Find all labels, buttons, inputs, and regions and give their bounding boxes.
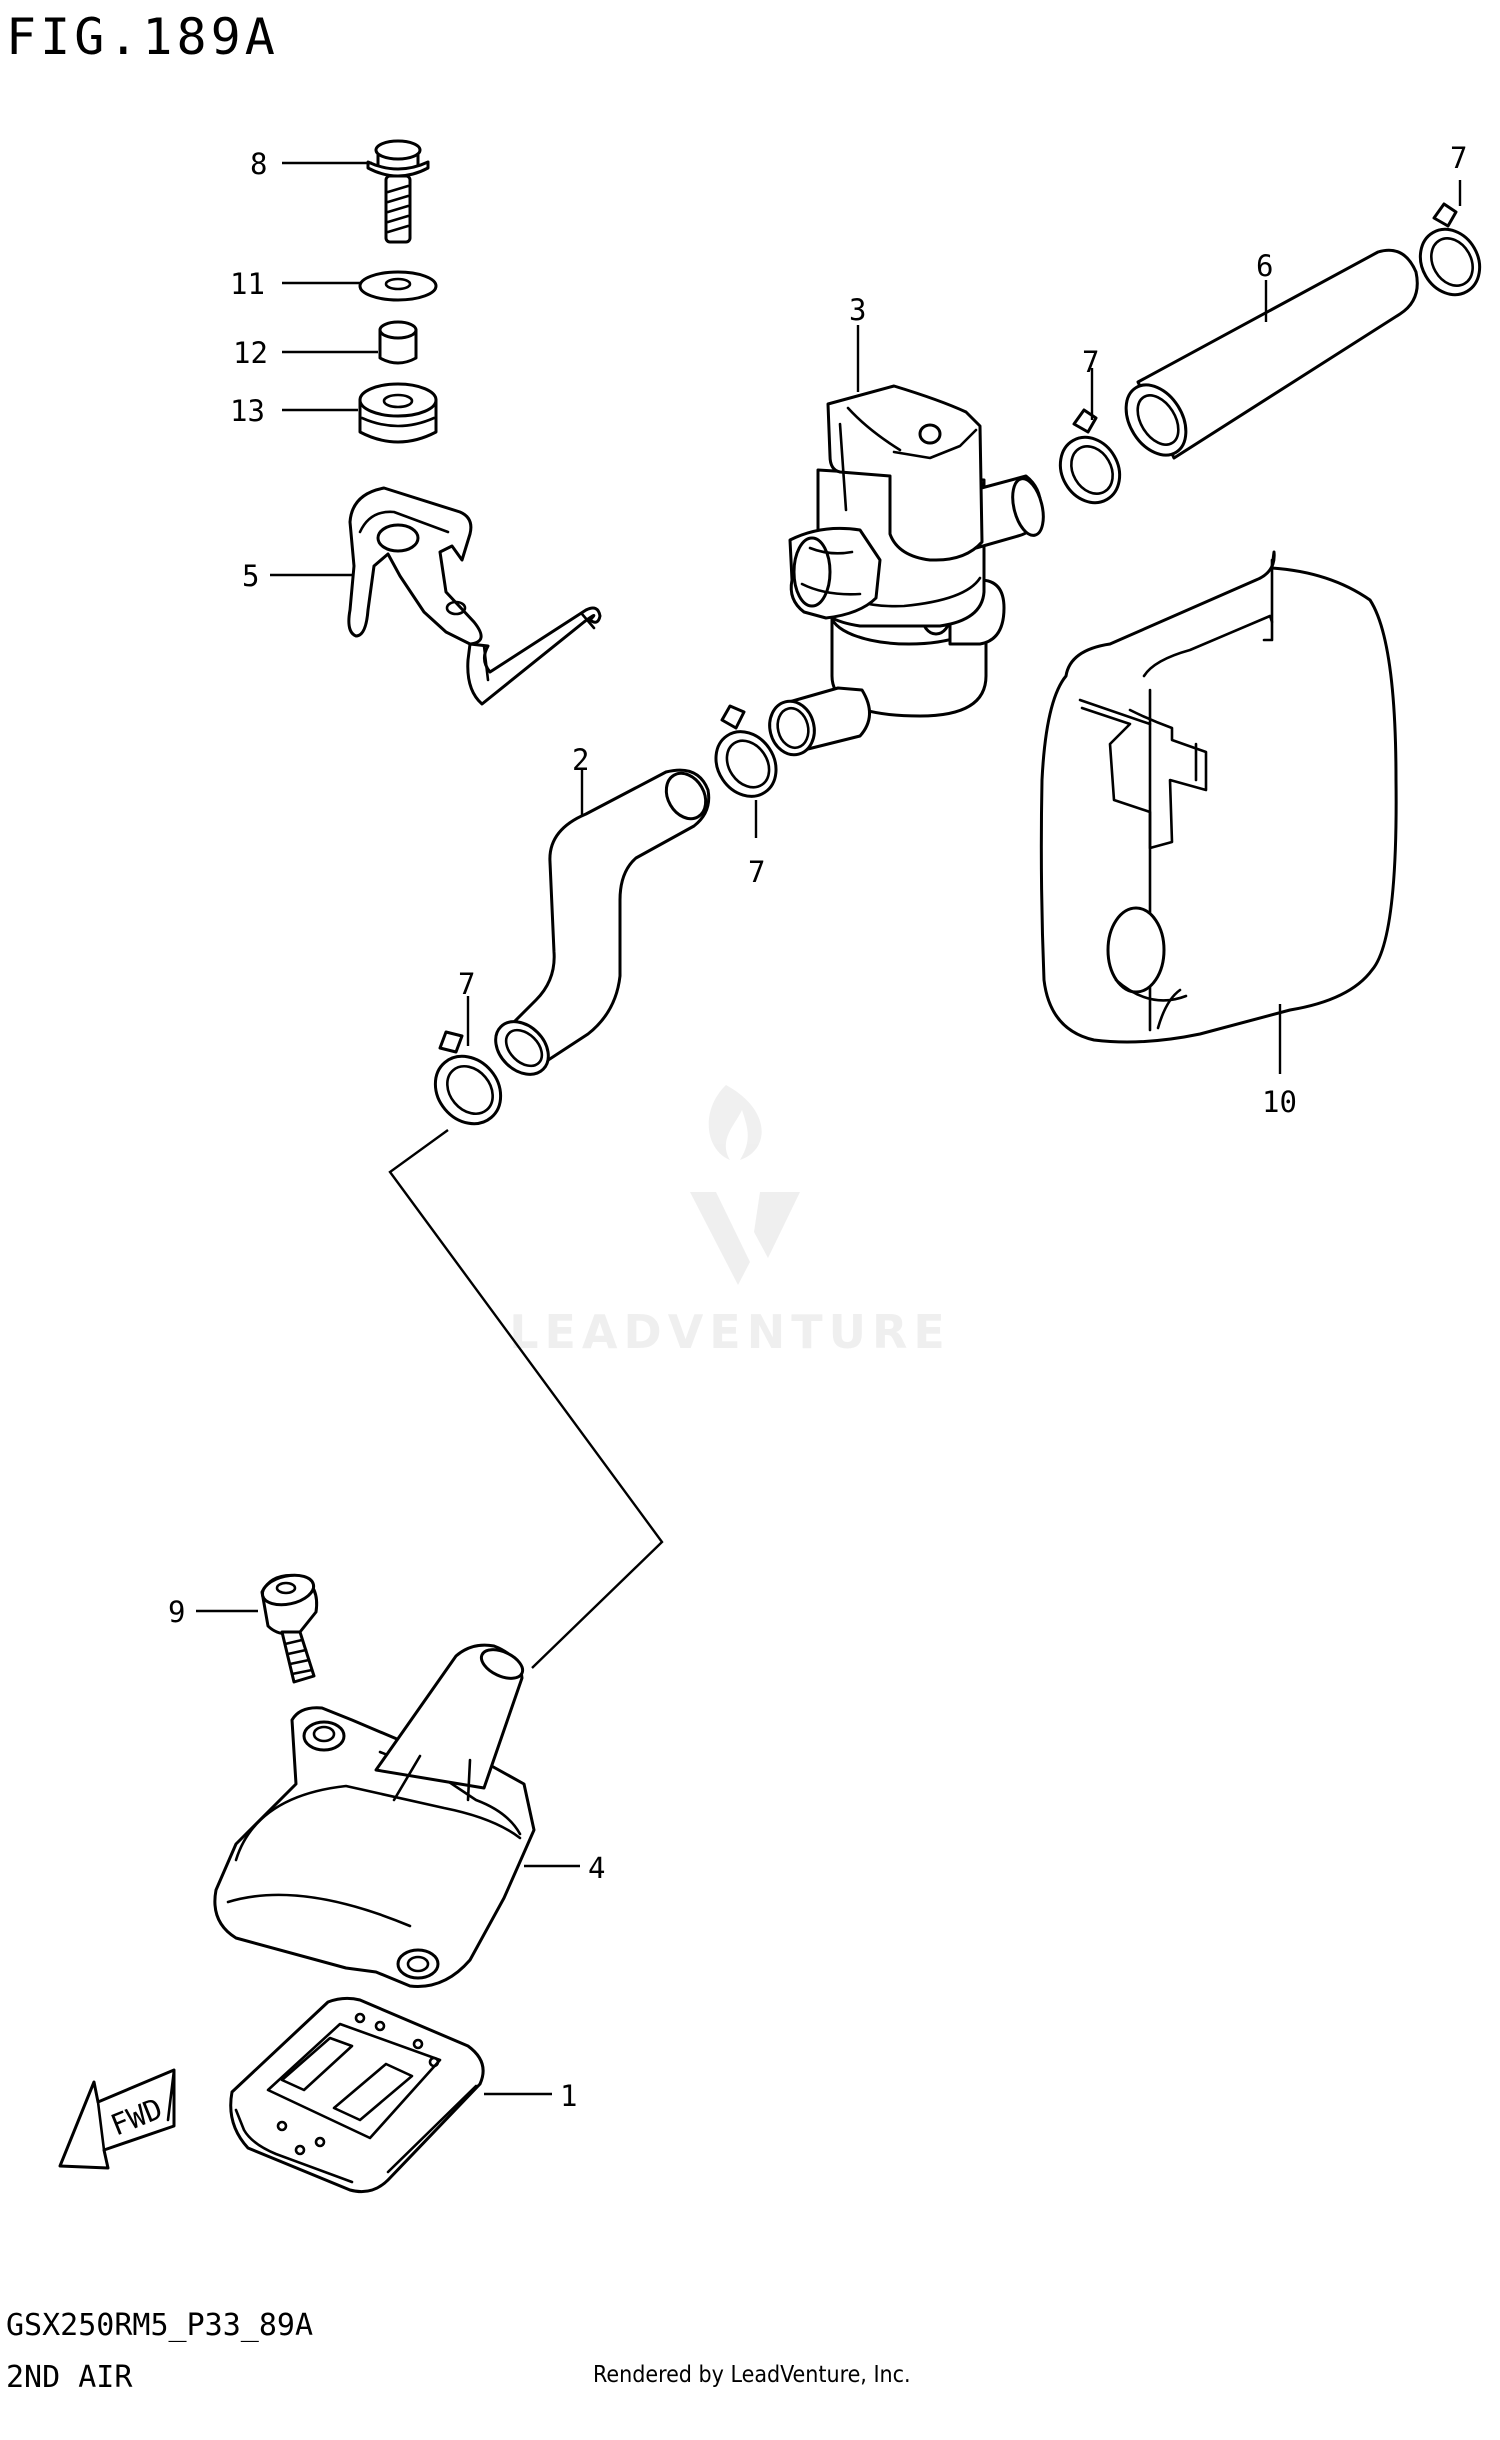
leader-lines xyxy=(196,161,1462,2096)
callout-7-top-right: 7 xyxy=(1450,141,1467,175)
flange-bolt-icon[interactable] xyxy=(366,139,430,244)
grommet-icon[interactable] xyxy=(358,382,438,444)
callout-3: 3 xyxy=(849,293,866,327)
rendered-by-credit: Rendered by LeadVenture, Inc. xyxy=(593,2362,911,2388)
leadventure-watermark-logo: LEADVENTURE xyxy=(509,1085,951,1359)
callout-11: 11 xyxy=(230,267,265,301)
watermark-text: LEADVENTURE xyxy=(509,1305,951,1359)
hose-clamp-icon[interactable] xyxy=(422,202,1491,1137)
mounting-bracket-icon[interactable] xyxy=(347,486,602,706)
callout-12: 12 xyxy=(233,336,268,370)
callout-1: 1 xyxy=(560,2079,577,2113)
callout-2: 2 xyxy=(572,743,589,777)
figure-code: GSX250RM5_P33_89A xyxy=(6,2308,314,2343)
callout-7-valve-inlet: 7 xyxy=(748,855,765,889)
reed-valve-plate-icon[interactable] xyxy=(229,1996,485,2194)
socket-bolt-icon[interactable] xyxy=(260,1571,319,1684)
fwd-arrow-icon: FWD xyxy=(58,2068,176,2170)
callout-5: 5 xyxy=(242,559,259,593)
callout-10: 10 xyxy=(1262,1085,1297,1119)
callout-9: 9 xyxy=(168,1595,185,1629)
reed-valve-cover-icon[interactable] xyxy=(213,1643,536,1988)
callout-7-lower-hose: 7 xyxy=(458,967,475,1001)
figure-title: FIG.189A xyxy=(6,8,279,66)
bent-hose-icon[interactable] xyxy=(485,766,713,1085)
valve-cover-boot-icon[interactable] xyxy=(1039,550,1398,1044)
figure-name: 2ND AIR xyxy=(6,2360,133,2395)
straight-hose-icon[interactable] xyxy=(1114,248,1419,466)
callout-13: 13 xyxy=(230,394,265,428)
callout-7-valve-outlet: 7 xyxy=(1082,345,1099,379)
callout-4: 4 xyxy=(588,1851,605,1885)
callout-8: 8 xyxy=(250,147,267,181)
spacer-icon[interactable] xyxy=(378,320,418,365)
callout-labels: 8 11 12 13 5 3 6 7 7 7 2 7 10 9 4 1 xyxy=(168,141,1467,2113)
washer-icon[interactable] xyxy=(358,270,438,302)
callout-6: 6 xyxy=(1256,249,1273,283)
hose-route-line xyxy=(388,1129,664,1669)
air-control-valve-icon[interactable] xyxy=(764,384,1048,760)
